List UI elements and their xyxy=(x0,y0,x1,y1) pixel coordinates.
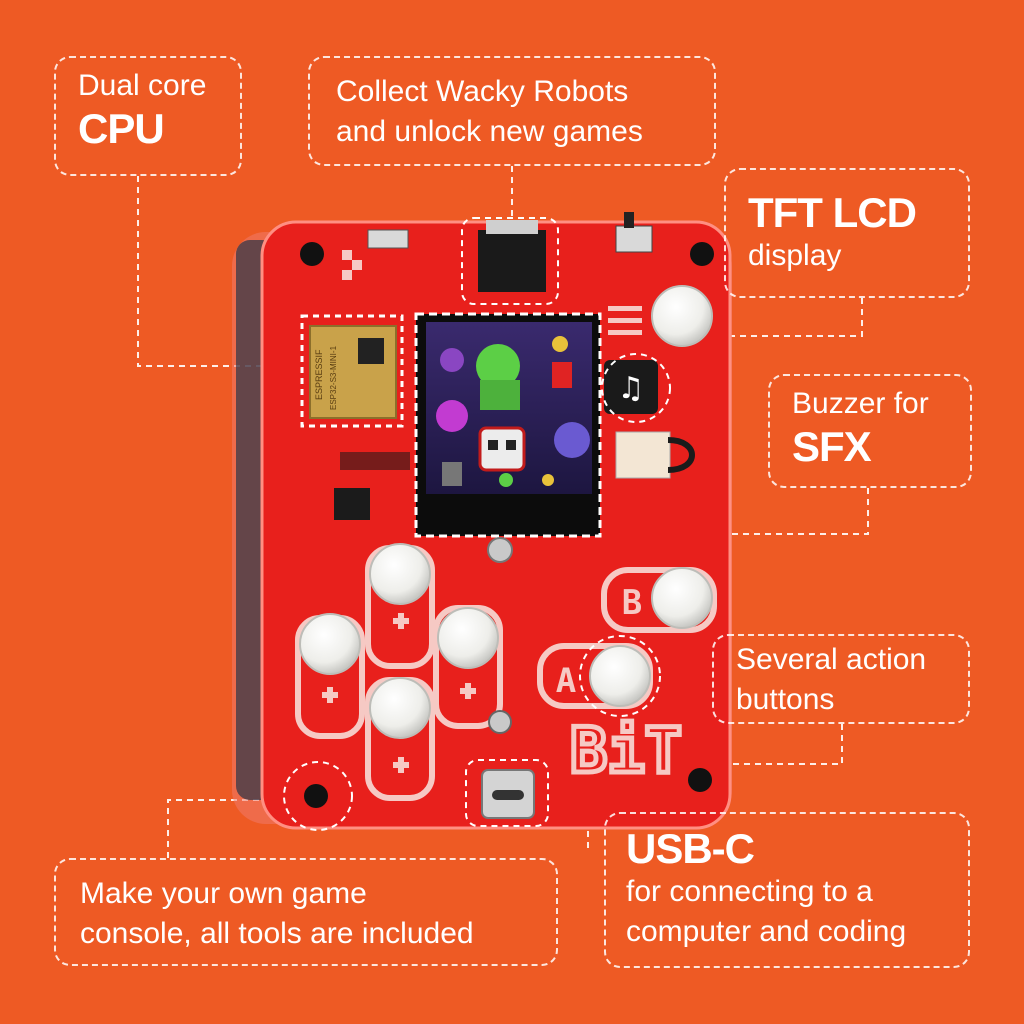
yellow-robot-sprite xyxy=(552,336,568,352)
buzzer-callout-title: SFX xyxy=(792,423,872,470)
esp32-qr xyxy=(358,338,384,364)
usb-highlight xyxy=(465,759,549,827)
action-callout-line2: buttons xyxy=(736,683,835,716)
robot-connector-pins xyxy=(486,220,538,234)
battery-cable xyxy=(667,437,695,473)
buzzer-leader-line xyxy=(649,410,869,535)
action-callout: Several action buttons xyxy=(712,634,970,724)
esp32-model: ESP32-S3-MINI-1 xyxy=(329,345,338,410)
frog-robot-body xyxy=(480,380,520,410)
magenta-robot-sprite xyxy=(436,400,468,432)
dpad-left-button xyxy=(299,613,361,675)
usb-callout-line1: for connecting to a xyxy=(626,875,873,908)
grey-robot-sprite xyxy=(442,462,462,486)
power-switch xyxy=(615,225,653,253)
red-robot-sprite xyxy=(552,362,572,388)
robot-connector-highlight xyxy=(461,217,559,305)
screw-bottom-left xyxy=(304,784,328,808)
buzzer-callout-label: Buzzer for xyxy=(792,387,929,420)
blue-robot-sprite xyxy=(554,422,590,458)
button-a-label: A xyxy=(556,661,576,701)
make-callout-line1: Make your own game xyxy=(80,877,367,910)
dpad-down-button xyxy=(369,677,431,739)
robot-connector xyxy=(478,230,546,292)
center-screw xyxy=(487,537,513,563)
screw-bottom-right xyxy=(688,768,712,792)
power-switch-lever xyxy=(624,212,634,228)
cpu-callout: Dual core CPU xyxy=(54,56,242,176)
cpu-highlight xyxy=(300,314,404,428)
frog-robot-sprite xyxy=(476,344,520,388)
button-b-label: B xyxy=(622,583,642,623)
small-chip xyxy=(334,488,370,520)
lower-screw xyxy=(488,710,512,734)
top-connector xyxy=(367,229,409,249)
buzzer xyxy=(604,360,658,414)
battery-connector xyxy=(615,431,671,479)
cpu-callout-label: Dual core xyxy=(78,69,207,102)
screw-highlight xyxy=(283,761,353,831)
screw-top-left xyxy=(300,242,324,266)
dpad-up-button xyxy=(369,543,431,605)
dpad-cross-marks xyxy=(322,613,476,773)
esp32-brand: ESPRESSIF xyxy=(314,349,324,400)
white-robot-eye-left xyxy=(488,440,498,450)
white-robot-eye-right xyxy=(506,440,516,450)
make-callout-line2: console, all tools are included xyxy=(80,917,474,950)
tft-callout-title: TFT LCD xyxy=(748,189,917,236)
robots-callout: Collect Wacky Robots and unlock new game… xyxy=(308,56,716,166)
tft-callout: TFT LCD display xyxy=(724,168,970,298)
action-callout-line1: Several action xyxy=(736,643,927,676)
resistor-array xyxy=(340,452,410,470)
purple-robot-sprite xyxy=(440,348,464,372)
white-robot-sprite xyxy=(478,426,526,472)
menu-button-lines xyxy=(608,306,642,335)
buzzer-highlight xyxy=(601,353,671,423)
usb-callout-line2: computer and coding xyxy=(626,915,907,948)
button-a xyxy=(589,645,651,707)
make-callout: Make your own game console, all tools ar… xyxy=(54,858,558,966)
usb-callout: USB-C for connecting to a computer and c… xyxy=(604,812,970,968)
usb-c-opening xyxy=(492,790,524,800)
dpad-right-button xyxy=(437,607,499,669)
button-b-outline xyxy=(601,567,717,633)
music-note-icon: ♫ xyxy=(618,371,645,406)
green-alien-sprite xyxy=(499,473,513,487)
screw-top-right xyxy=(690,242,714,266)
tft-leader-line xyxy=(700,298,863,337)
pcb-pixel-marks xyxy=(342,250,362,280)
buzzer-callout: Buzzer for SFX xyxy=(768,374,972,488)
bit-logo: BiT xyxy=(570,714,682,787)
button-b xyxy=(651,567,713,629)
tft-callout-label: display xyxy=(748,239,842,272)
star-sprite xyxy=(542,474,554,486)
usb-callout-title: USB-C xyxy=(626,825,755,872)
cpu-callout-title: CPU xyxy=(78,105,165,152)
robots-callout-line1: Collect Wacky Robots xyxy=(336,75,629,108)
robots-callout-line2: and unlock new games xyxy=(336,115,643,148)
menu-button xyxy=(651,285,713,347)
action-button-highlight xyxy=(579,635,661,717)
